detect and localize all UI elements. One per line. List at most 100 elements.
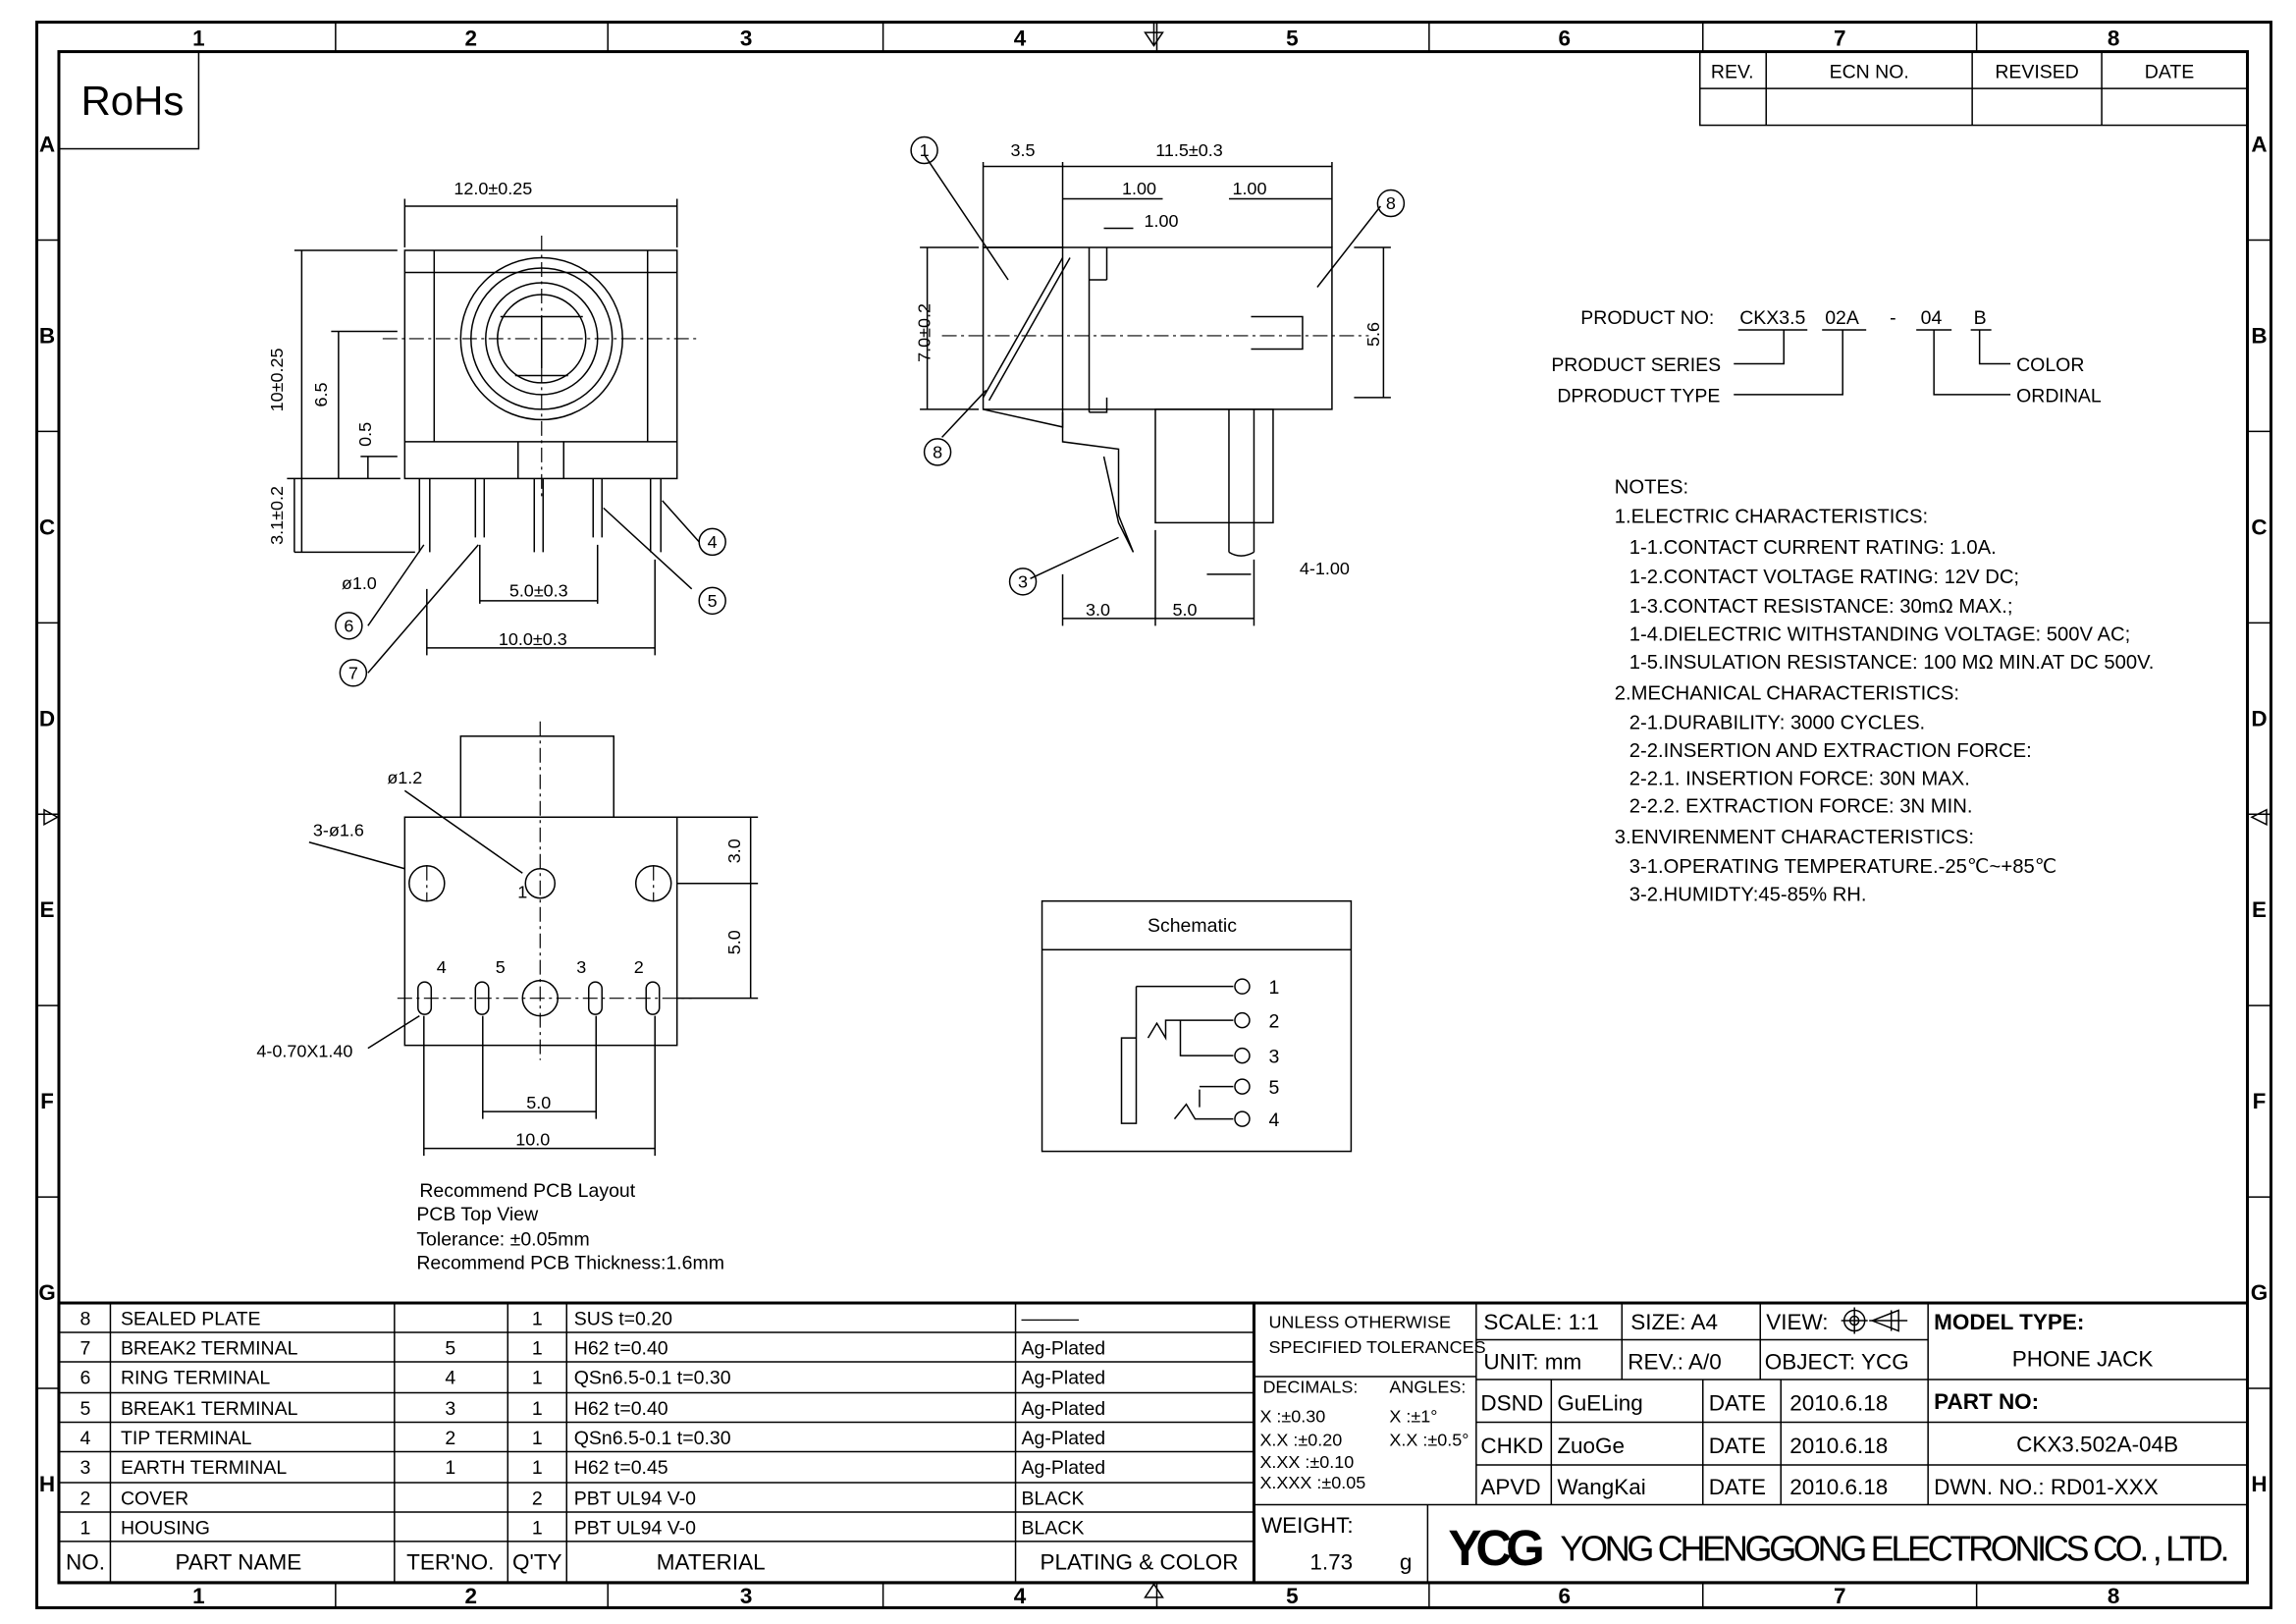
centering-mark-icon (2250, 808, 2268, 826)
dsnd-role: DSND (1480, 1390, 1543, 1415)
frame-col-6: 6 (1559, 27, 1572, 51)
dsnd-date: 2010.6.18 (1789, 1390, 1888, 1415)
decimal-tol: X.XXX :±0.05 (1259, 1473, 1365, 1492)
front-dim-width: 12.0±0.25 (454, 179, 532, 198)
side-dim-front: 3.5 (1011, 140, 1036, 160)
side-dim-a: 1.00 (1122, 179, 1156, 198)
bom-qty: 1 (532, 1428, 543, 1449)
pcb-dim-pitch: 5.0 (526, 1093, 551, 1112)
bom-plating: Ag-Plated (1022, 1398, 1106, 1420)
note-line: 1-1.CONTACT CURRENT RATING: 1.0A. (1629, 537, 1997, 559)
bom-material: PBT UL94 V-0 (574, 1517, 696, 1539)
side-dim-5: 5.0 (1172, 600, 1197, 620)
pcb-dim-center-hole: ø1.2 (387, 768, 422, 787)
company-logo: YCG (1448, 1520, 1542, 1576)
frame-row-B-right: B (2251, 323, 2267, 348)
tolerance-title: UNLESS OTHERWISE (1268, 1313, 1451, 1332)
frame-row-B: B (39, 323, 55, 348)
decimals-label: DECIMALS: (1262, 1377, 1358, 1396)
unit: UNIT: mm (1483, 1350, 1581, 1375)
decimal-tol: X.XX :±0.10 (1259, 1452, 1354, 1472)
bom-part-name: HOUSING (121, 1517, 210, 1539)
pcb-note: Recommend PCB Thickness:1.6mm (416, 1253, 724, 1274)
side-dim-b: 1.00 (1232, 179, 1266, 198)
bom-qty: 1 (532, 1368, 543, 1389)
angles-label: ANGLES: (1389, 1377, 1466, 1396)
callout-8-top: 8 (1386, 193, 1396, 213)
code-dash: - (1890, 307, 1896, 329)
product-code-legend: PRODUCT NO: CKX3.5 02A - 04 B PRODUCT SE… (1551, 307, 2102, 406)
pcb-pin-5: 5 (496, 957, 506, 977)
pcb-note: Tolerance: ±0.05mm (416, 1229, 589, 1251)
schematic-title: Schematic (1148, 915, 1237, 937)
callout-6: 6 (344, 616, 353, 635)
bom-header-ter-no: TER'NO. (406, 1549, 494, 1574)
dsnd-name: GuELing (1557, 1390, 1643, 1415)
bom-no: 3 (80, 1457, 91, 1479)
frame-row-D-right: D (2251, 706, 2267, 731)
pcb-dim-span: 10.0 (515, 1130, 550, 1150)
front-view: 12.0±0.25 10±0.25 6.5 0.5 3.1±0.2 ø1.0 5… (267, 179, 726, 687)
frame-row-E: E (39, 897, 54, 922)
code-ordinal: 04 (1921, 307, 1943, 329)
bom-header-material: MATERIAL (657, 1549, 766, 1574)
apvd-name: WangKai (1557, 1475, 1645, 1499)
rev-header: REV. (1711, 62, 1754, 83)
bom-no: 5 (80, 1398, 91, 1420)
bom-part-name: EARTH TERMINAL (121, 1457, 287, 1479)
pcb-pin-1: 1 (517, 883, 527, 902)
weight-label: WEIGHT: (1261, 1513, 1354, 1538)
frame-col-3-bottom: 3 (740, 1584, 753, 1608)
note-line: 1-4.DIELECTRIC WITHSTANDING VOLTAGE: 500… (1629, 623, 2130, 645)
front-dim-span: 10.0±0.3 (499, 629, 567, 649)
bom-no: 6 (80, 1368, 91, 1389)
rohs-badge: RoHs (58, 50, 200, 150)
bom-plating: Ag-Plated (1022, 1338, 1106, 1360)
note-line: 3-1.OPERATING TEMPERATURE.-25℃~+85℃ (1629, 856, 2057, 878)
bom-ter-no: 2 (445, 1428, 455, 1449)
bom-material: H62 t=0.40 (574, 1398, 668, 1420)
bom-plating: Ag-Plated (1022, 1368, 1106, 1389)
bom-header-no: NO. (66, 1549, 105, 1574)
callout-4: 4 (708, 532, 718, 552)
frame-col-1-bottom: 1 (192, 1584, 205, 1608)
code-type: 02A (1825, 307, 1859, 329)
side-dim-3: 3.0 (1086, 600, 1110, 620)
note-line: 2-2.2. EXTRACTION FORCE: 3N MIN. (1629, 796, 1973, 818)
frame-row-A-right: A (2251, 133, 2267, 157)
bom-ter-no: 3 (445, 1398, 455, 1420)
bom-plating: ——— (1022, 1309, 1080, 1330)
frame-row-G-right: G (2251, 1280, 2269, 1305)
frame-col-7: 7 (1834, 27, 1846, 51)
bom-part-name: RING TERMINAL (121, 1368, 270, 1389)
bom-material: H62 t=0.45 (574, 1457, 668, 1479)
schematic-pin-4: 4 (1268, 1110, 1279, 1131)
tolerance-title: SPECIFIED TOLERANCES (1268, 1337, 1485, 1357)
apvd-role: APVD (1480, 1475, 1540, 1499)
bom-qty: 2 (532, 1488, 543, 1509)
model-type: PHONE JACK (2012, 1347, 2154, 1372)
callout-5: 5 (708, 591, 718, 611)
centering-mark-icon (1144, 22, 1164, 47)
object: OBJECT: YCG (1765, 1350, 1909, 1375)
frame-row-C: C (39, 514, 55, 539)
note-line: 2-2.1. INSERTION FORCE: 30N MAX. (1629, 768, 1970, 789)
chkd-date: 2010.6.18 (1789, 1434, 1888, 1458)
bom-no: 4 (80, 1428, 91, 1449)
bom-ter-no: 5 (445, 1338, 455, 1360)
pcb-note: Recommend PCB Layout (419, 1180, 635, 1202)
pcb-dim-3: 3.0 (724, 839, 744, 863)
bom-material: QSn6.5-0.1 t=0.30 (574, 1368, 731, 1389)
bom-qty: 1 (532, 1338, 543, 1360)
frame-col-8: 8 (2108, 27, 2120, 51)
company-name: YONG CHENGGONG ELECTRONICS CO. , LTD. (1560, 1528, 2229, 1568)
product-no-label: PRODUCT NO: (1580, 307, 1714, 329)
bom-qty: 1 (532, 1309, 543, 1330)
pcb-dim-mount-holes: 3-ø1.6 (313, 821, 364, 840)
